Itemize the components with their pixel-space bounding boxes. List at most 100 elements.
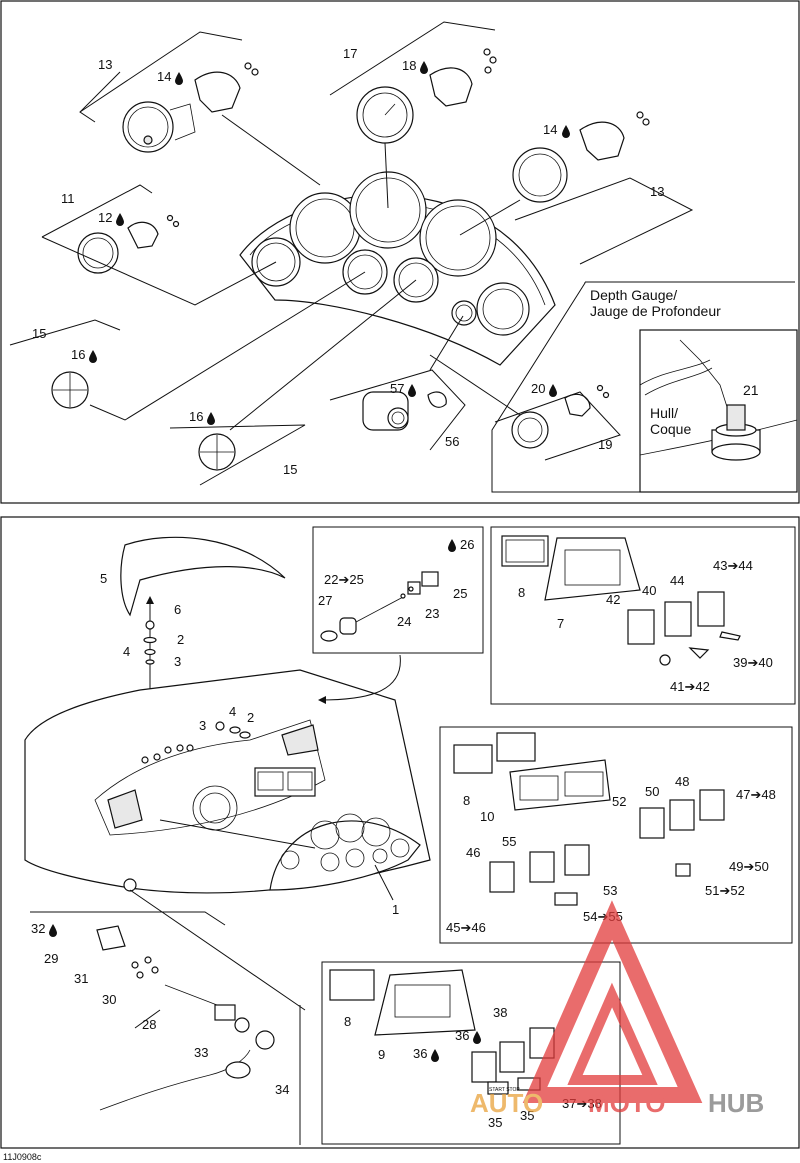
callout-14-right: 14	[543, 122, 557, 137]
callout-30: 30	[102, 992, 116, 1007]
fluid-drop-icon	[473, 1031, 481, 1044]
callout-47-48: 47➔48	[736, 787, 776, 802]
callout-16-left: 16	[71, 347, 85, 362]
gauge-assembly-15-bottom	[198, 433, 236, 471]
callout-36a: 36	[455, 1028, 469, 1043]
callout-2: 2	[177, 632, 184, 647]
gauge-assembly-17	[356, 48, 497, 144]
accessory-outlet-56	[362, 391, 447, 431]
callout-7: 7	[557, 616, 564, 631]
inset-title-line1: Depth Gauge/	[590, 287, 677, 303]
watermark-triangle-icon	[522, 900, 703, 1103]
callout-38: 38	[493, 1005, 507, 1020]
fluid-drop-icon	[49, 924, 57, 937]
callout-8c: 8	[344, 1014, 351, 1029]
gauge-assembly-13-left	[122, 62, 259, 153]
callout-41-42: 41➔42	[670, 679, 710, 694]
callout-26: 26	[460, 537, 474, 552]
bottom-callouts: 5 6 2 4 3 3 4 2 1 22➔25 26 25 27 23 24 8…	[31, 537, 776, 1130]
switch-panel-7	[501, 535, 741, 666]
callout-19: 19	[598, 437, 612, 452]
inset-hull-line1: Hull/	[650, 405, 678, 421]
top-panel-frame	[0, 0, 800, 504]
gauge-assembly-13-right	[512, 111, 650, 203]
callout-15-bottom: 15	[283, 462, 297, 477]
callout-34: 34	[275, 1082, 289, 1097]
callout-56: 56	[445, 434, 459, 449]
watermark-inner-triangle-icon	[567, 982, 658, 1085]
callout-10: 10	[480, 809, 494, 824]
fluid-drop-icon	[207, 412, 215, 425]
callout-42: 42	[606, 592, 620, 607]
callout-16-bottom: 16	[189, 409, 203, 424]
fluid-drop-icon	[175, 72, 183, 85]
connector-22-27	[320, 571, 439, 642]
gauge-assembly-11	[77, 214, 180, 274]
gauge-cluster-housing	[239, 171, 556, 366]
callout-8a: 8	[518, 585, 525, 600]
callout-3b: 3	[199, 718, 206, 733]
callout-1: 1	[392, 902, 399, 917]
callout-25: 25	[453, 586, 467, 601]
figure-code: 11J0908c	[3, 1152, 42, 1162]
callout-29: 29	[44, 951, 58, 966]
callout-23: 23	[425, 606, 439, 621]
callout-2b: 2	[247, 710, 254, 725]
fluid-drop-icon	[420, 61, 428, 74]
callout-9: 9	[378, 1047, 385, 1062]
callout-33: 33	[194, 1045, 208, 1060]
callout-49-50: 49➔50	[729, 859, 769, 874]
callout-24: 24	[397, 614, 411, 629]
watermark-text-auto: AUTO	[470, 1088, 543, 1118]
fluid-drop-icon	[89, 350, 97, 363]
callout-21: 21	[743, 382, 759, 398]
callout-50: 50	[645, 784, 659, 799]
callout-32: 32	[31, 921, 45, 936]
gauge-assembly-15-left	[51, 371, 89, 409]
callout-48: 48	[675, 774, 689, 789]
callout-8b: 8	[463, 793, 470, 808]
fluid-drop-icon	[448, 539, 456, 552]
callout-51-52: 51➔52	[705, 883, 745, 898]
box-switch-panel-7	[490, 526, 796, 705]
watermark-text-hub: HUB	[708, 1088, 764, 1118]
callout-36b: 36	[413, 1046, 427, 1061]
callout-39-40: 39➔40	[733, 655, 773, 670]
callout-55: 55	[502, 834, 516, 849]
callout-22: 22➔25	[324, 572, 364, 587]
callout-31: 31	[74, 971, 88, 986]
callout-43-44: 43➔44	[713, 558, 753, 573]
switch-start-stop-text: START STOP	[489, 1087, 520, 1093]
cluster-bezel-1	[269, 813, 421, 891]
callout-44: 44	[670, 573, 684, 588]
bottom-panel-frame	[0, 516, 800, 1149]
top-callouts: 13 14 17 18 14 13 11 12 15 16 16 15 57 5…	[32, 46, 759, 477]
callout-17: 17	[343, 46, 357, 61]
windshield-5	[120, 536, 286, 617]
callout-53: 53	[603, 883, 617, 898]
callout-18: 18	[402, 58, 416, 73]
callout-52: 52	[612, 794, 626, 809]
fluid-drop-icon	[562, 125, 570, 138]
inset-hull-line2: Coque	[650, 421, 691, 437]
callout-4: 4	[123, 644, 130, 659]
callout-40: 40	[642, 583, 656, 598]
fasteners-2-3-4	[141, 721, 251, 764]
callout-4b: 4	[229, 704, 236, 719]
callout-13-left: 13	[98, 57, 112, 72]
box-switch-panel-9	[321, 961, 621, 1145]
fluid-drop-icon	[116, 213, 124, 226]
callout-45-46: 45➔46	[446, 920, 486, 935]
fluid-drop-icon	[431, 1049, 439, 1062]
callout-35a: 35	[488, 1115, 502, 1130]
callout-3: 3	[174, 654, 181, 669]
callout-46: 46	[466, 845, 480, 860]
depth-gauge-assembly-19	[511, 384, 610, 449]
switch-panel-9	[329, 969, 555, 1095]
watermark: AUTO MOTO HUB	[470, 900, 764, 1118]
depth-gauge-inset	[491, 281, 798, 493]
box-connector-22-27	[312, 526, 484, 654]
harness-28-34	[96, 925, 275, 1111]
callout-57: 57	[390, 381, 404, 396]
